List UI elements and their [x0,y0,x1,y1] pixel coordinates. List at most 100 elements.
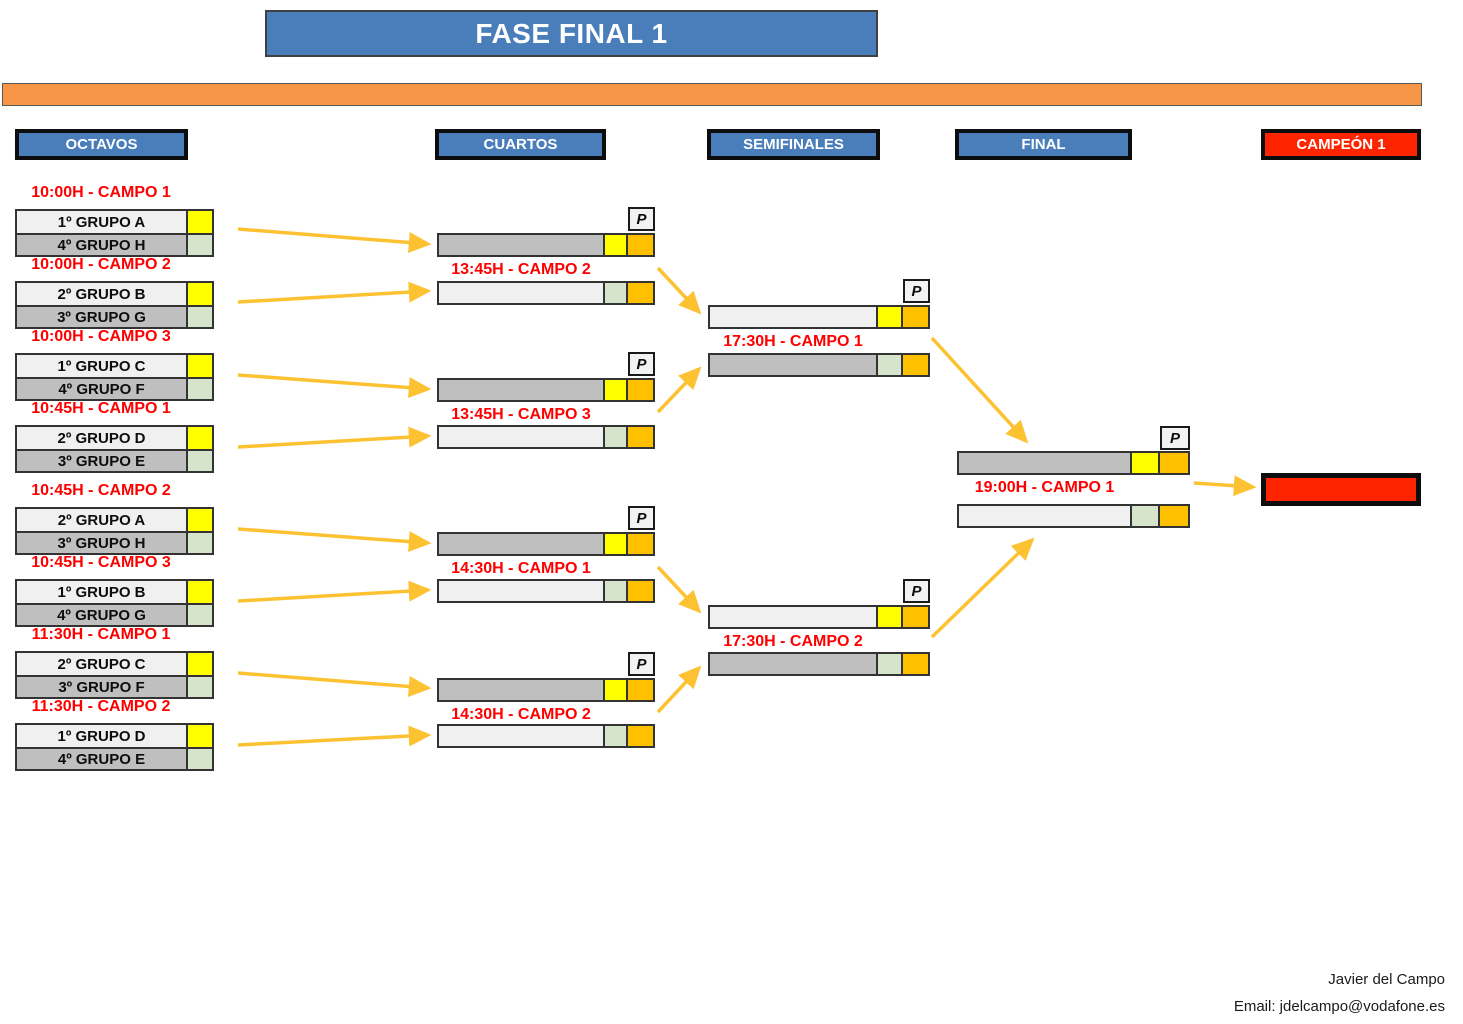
match-time: 11:30H - CAMPO 1 [31,626,171,643]
arrow [237,373,432,399]
team-slot [439,427,603,447]
penalty-header: P [903,579,930,603]
arrow [930,537,1035,639]
team-name: 1º GRUPO D [17,725,186,747]
score-cell [186,451,212,471]
team-name: 2º GRUPO A [17,509,186,531]
team-slot [439,534,603,554]
score-cell [876,355,901,375]
team-name: 4º GRUPO G [17,605,186,625]
penalty-cell [901,654,928,674]
arrow [656,665,702,714]
team-name: 2º GRUPO B [17,283,186,305]
semifinal-1-home [708,305,930,329]
team-name: 2º GRUPO C [17,653,186,675]
semifinal-1-away [708,353,930,377]
match-time: 14:30H - CAMPO 1 [451,560,591,577]
score-cell [186,509,212,531]
team-slot [710,355,876,375]
score-cell [876,654,901,674]
match-time: 10:00H - CAMPO 1 [31,184,171,201]
team-slot [439,726,603,746]
match-time: 10:45H - CAMPO 1 [31,400,171,417]
cuartos-match-2-home [437,378,655,402]
cuartos-match-1-away [437,281,655,305]
arrow [237,580,432,603]
team-name: 3º GRUPO F [17,677,186,697]
score-cell [603,380,626,400]
arrow [237,281,432,304]
team-slot [439,283,603,303]
arrow [656,565,702,614]
cuartos-match-1-home [437,233,655,257]
score-cell [603,680,626,700]
penalty-cell [626,726,653,746]
octavos-match-2: 2º GRUPO B 3º GRUPO G [15,281,214,329]
cuartos-match-3-home [437,532,655,556]
team-slot [439,680,603,700]
team-slot [959,453,1130,473]
score-cell [186,211,212,233]
score-cell [603,534,626,554]
team-name: 2º GRUPO D [17,427,186,449]
score-cell [186,235,212,255]
cuartos-match-4-away [437,724,655,748]
team-slot [710,307,876,327]
score-cell [603,235,626,255]
score-cell [1130,453,1158,473]
octavos-match-5: 2º GRUPO A 3º GRUPO H [15,507,214,555]
match-time: 10:00H - CAMPO 3 [31,328,171,345]
score-cell [186,653,212,675]
arrow [237,527,432,553]
author-email: Email: jdelcampo@vodafone.es [1233,998,1445,1015]
score-cell [186,307,212,327]
arrow [656,266,702,315]
penalty-header: P [903,279,930,303]
champion-slot [1261,473,1421,506]
team-name: 4º GRUPO H [17,235,186,255]
match-time: 10:45H - CAMPO 3 [31,554,171,571]
score-cell [186,355,212,377]
penalty-header: P [628,352,655,376]
arrow [237,725,432,747]
match-time: 13:45H - CAMPO 3 [451,406,591,423]
arrow [930,336,1029,444]
penalty-cell [626,534,653,554]
score-cell [1130,506,1158,526]
score-cell [186,533,212,553]
penalty-cell [626,380,653,400]
semifinal-2-away [708,652,930,676]
match-time: 19:00H - CAMPO 1 [974,479,1115,496]
arrow [237,671,432,697]
score-cell [603,283,626,303]
header-semifinales: SEMIFINALES [707,129,880,160]
octavos-match-8: 1º GRUPO D 4º GRUPO E [15,723,214,771]
score-cell [603,581,626,601]
cuartos-match-3-away [437,579,655,603]
team-name: 1º GRUPO B [17,581,186,603]
score-cell [186,677,212,697]
match-time: 13:45H - CAMPO 2 [451,261,591,278]
header-final: FINAL [955,129,1132,160]
match-time: 17:30H - CAMPO 1 [723,333,863,350]
team-name: 1º GRUPO C [17,355,186,377]
team-slot [710,654,876,674]
penalty-header: P [628,652,655,676]
octavos-match-7: 2º GRUPO C 3º GRUPO F [15,651,214,699]
final-away [957,504,1190,528]
penalty-cell [626,283,653,303]
header-cuartos: CUARTOS [435,129,606,160]
score-cell [186,725,212,747]
orange-banner [2,83,1422,106]
team-slot [959,506,1130,526]
team-slot [439,581,603,601]
match-time: 11:30H - CAMPO 2 [31,698,171,715]
penalty-header: P [1160,426,1190,450]
score-cell [186,427,212,449]
score-cell [186,581,212,603]
team-slot [439,235,603,255]
page-title: FASE FINAL 1 [265,10,878,57]
octavos-match-1: 1º GRUPO A 4º GRUPO H [15,209,214,257]
penalty-cell [626,427,653,447]
